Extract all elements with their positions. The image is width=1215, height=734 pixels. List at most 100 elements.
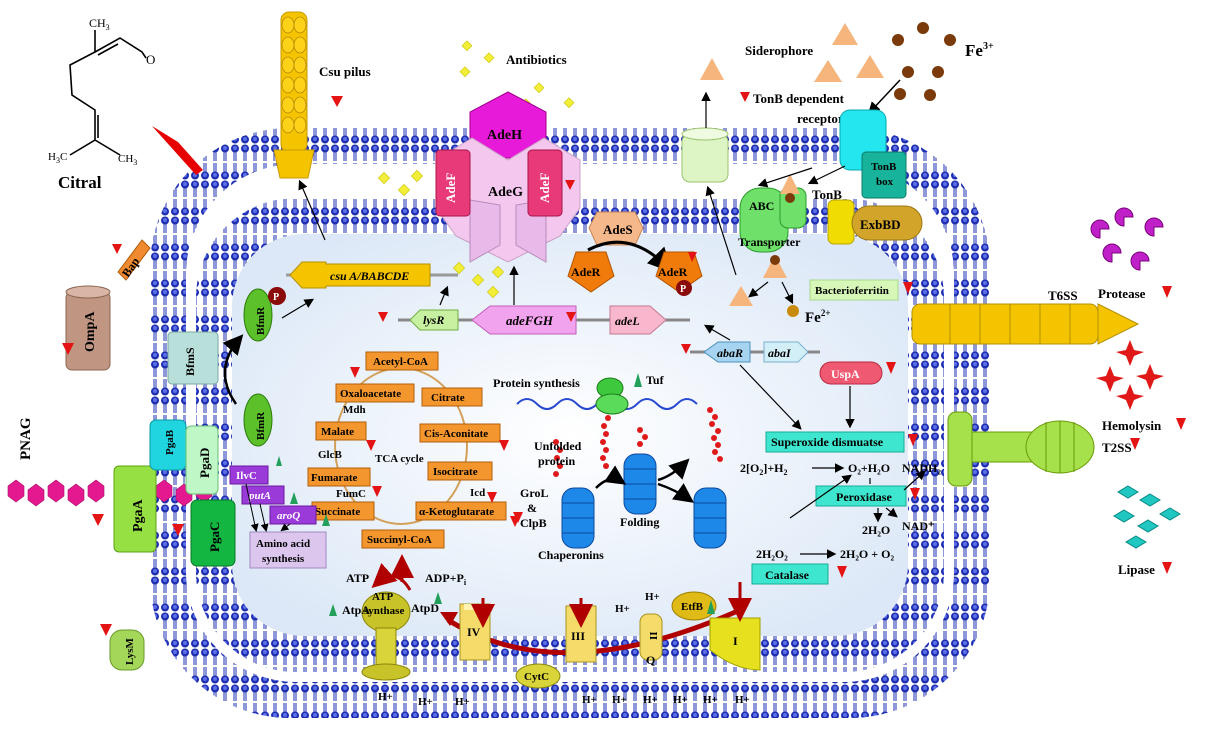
bacterioferritin-down-marker [903,282,913,294]
citral-h3c: H3C [48,151,67,165]
clpb-label: ClpB [520,516,547,530]
atpa-label: AtpA [342,603,370,617]
citral-ch3-top: CH3 [89,16,110,32]
tonb-box-label2: box [876,176,894,188]
t2ss [947,411,1095,487]
svg-text:H+: H+ [615,603,630,615]
puta [241,485,285,505]
ader-phosphate-label: P [680,284,686,295]
adel-gene-label: adeL [615,314,640,328]
fe2-label: Fe2+ [805,308,830,326]
uspa [819,361,883,385]
svg-text:H+: H+ [418,696,433,708]
citral-ch3-right: CH3 [118,153,137,167]
chaperonin-folding [623,453,657,515]
protease-label: Protease [1098,286,1146,301]
csu-down-marker [331,96,343,107]
abar-gene-label: abaR [717,346,743,360]
isocitrate-label: Isocitrate [433,466,478,478]
abar-to-sod-arrow [739,364,802,430]
sod-down-marker [908,434,918,446]
bfmr-top-label: BfmR [255,306,267,335]
complex-i [709,617,761,671]
ader-phos-label: AdeR [658,265,688,279]
ader [567,251,615,293]
fumc-label: FumC [336,488,366,500]
catalase-label: Catalase [765,568,810,582]
unfolded-label2: protein [538,454,575,468]
chaperonins-label: Chaperonins [538,548,604,562]
lysr-down-marker [378,312,388,322]
pgaa-label: PgaA [131,498,146,532]
bacterioferritin-label: Bacterioferritin [815,285,889,297]
bfmr-bottom-label: BfmR [255,411,267,440]
abc-label: ABC [749,199,774,213]
uspa-down-marker [886,362,896,374]
complex-ii [639,613,663,661]
abar-down-marker [681,344,691,354]
atp-label: ATP [346,571,369,585]
sod-reaction-right: O₂+H₂O [848,461,890,475]
hemolysin-down-marker [1176,418,1186,430]
complex-iii-label: III [571,629,585,643]
lysr-arrow [439,285,449,306]
bfmr-to-csu-arrow [281,298,315,319]
lysm-label: LysM [124,637,136,665]
ribosome-large [595,393,629,415]
lysr-gene [409,309,459,331]
folding-label: Folding [620,515,659,529]
etfb-up-marker [707,600,715,614]
aroq [269,505,317,525]
abar-gene [703,341,751,363]
svg-text:H+: H+ [735,694,750,706]
sod [765,431,905,453]
bfmr-phosphate-label: P [273,292,279,303]
svg-text:H+: H+ [703,694,718,706]
svg-text:H+: H+ [612,694,627,706]
hemolysin-shapes [1096,340,1164,410]
svg-text:H+: H+ [378,691,393,703]
tca-label: TCA cycle [375,453,424,465]
csu-gene [289,261,431,289]
siderophore-triangles [700,23,884,306]
glcb-label: GlcB [318,449,342,461]
amino-label2: synthesis [262,553,305,565]
receptor-to-abc-arrow2 [757,167,813,188]
adef-right-label: AdeF [537,173,552,203]
exbbd [851,205,923,241]
csu-pilus-label: Csu pilus [319,64,371,79]
ilvc [229,465,269,485]
tonb-down-marker [740,92,750,102]
atp-synthase-label: ATP [372,591,393,603]
lysr-gene-label: lysR [423,313,444,327]
aroq-arrow [280,523,291,532]
citral-structure [69,30,147,156]
svg-text:H+: H+ [645,591,660,603]
csu-gene-label: csu A/BABCDE [330,269,409,283]
catalase [751,563,829,585]
malate-label: Malate [321,426,354,438]
fe3-in-abc [785,193,795,203]
folding-arrow-out2 [657,482,695,503]
cytc-label: CytC [524,671,549,683]
pgac [190,499,236,567]
pgad [185,425,219,495]
peroxidase-label: Peroxidase [836,490,892,504]
efflux-pump [435,91,581,263]
t2ss-down-marker [1130,438,1140,450]
adefgh-gene-label: adeFGH [506,313,554,328]
lysm [109,629,145,671]
acetylcoa-label: Acetyl-CoA [373,356,428,368]
protease-shapes [1090,207,1164,271]
bap [117,239,151,281]
ader-down-marker [688,252,697,262]
folding-arrow-out [657,458,690,482]
adeh-label: AdeH [487,128,522,143]
tonb-receptor-label: TonB dependent [753,91,845,106]
ades-arrow [587,240,673,273]
fe2-ion [787,305,799,317]
pgab-label: PgaB [164,429,176,455]
citral-oxygen: O [146,52,155,67]
pgaa [113,465,157,553]
protein-synthesis-label: Protein synthesis [493,376,580,390]
